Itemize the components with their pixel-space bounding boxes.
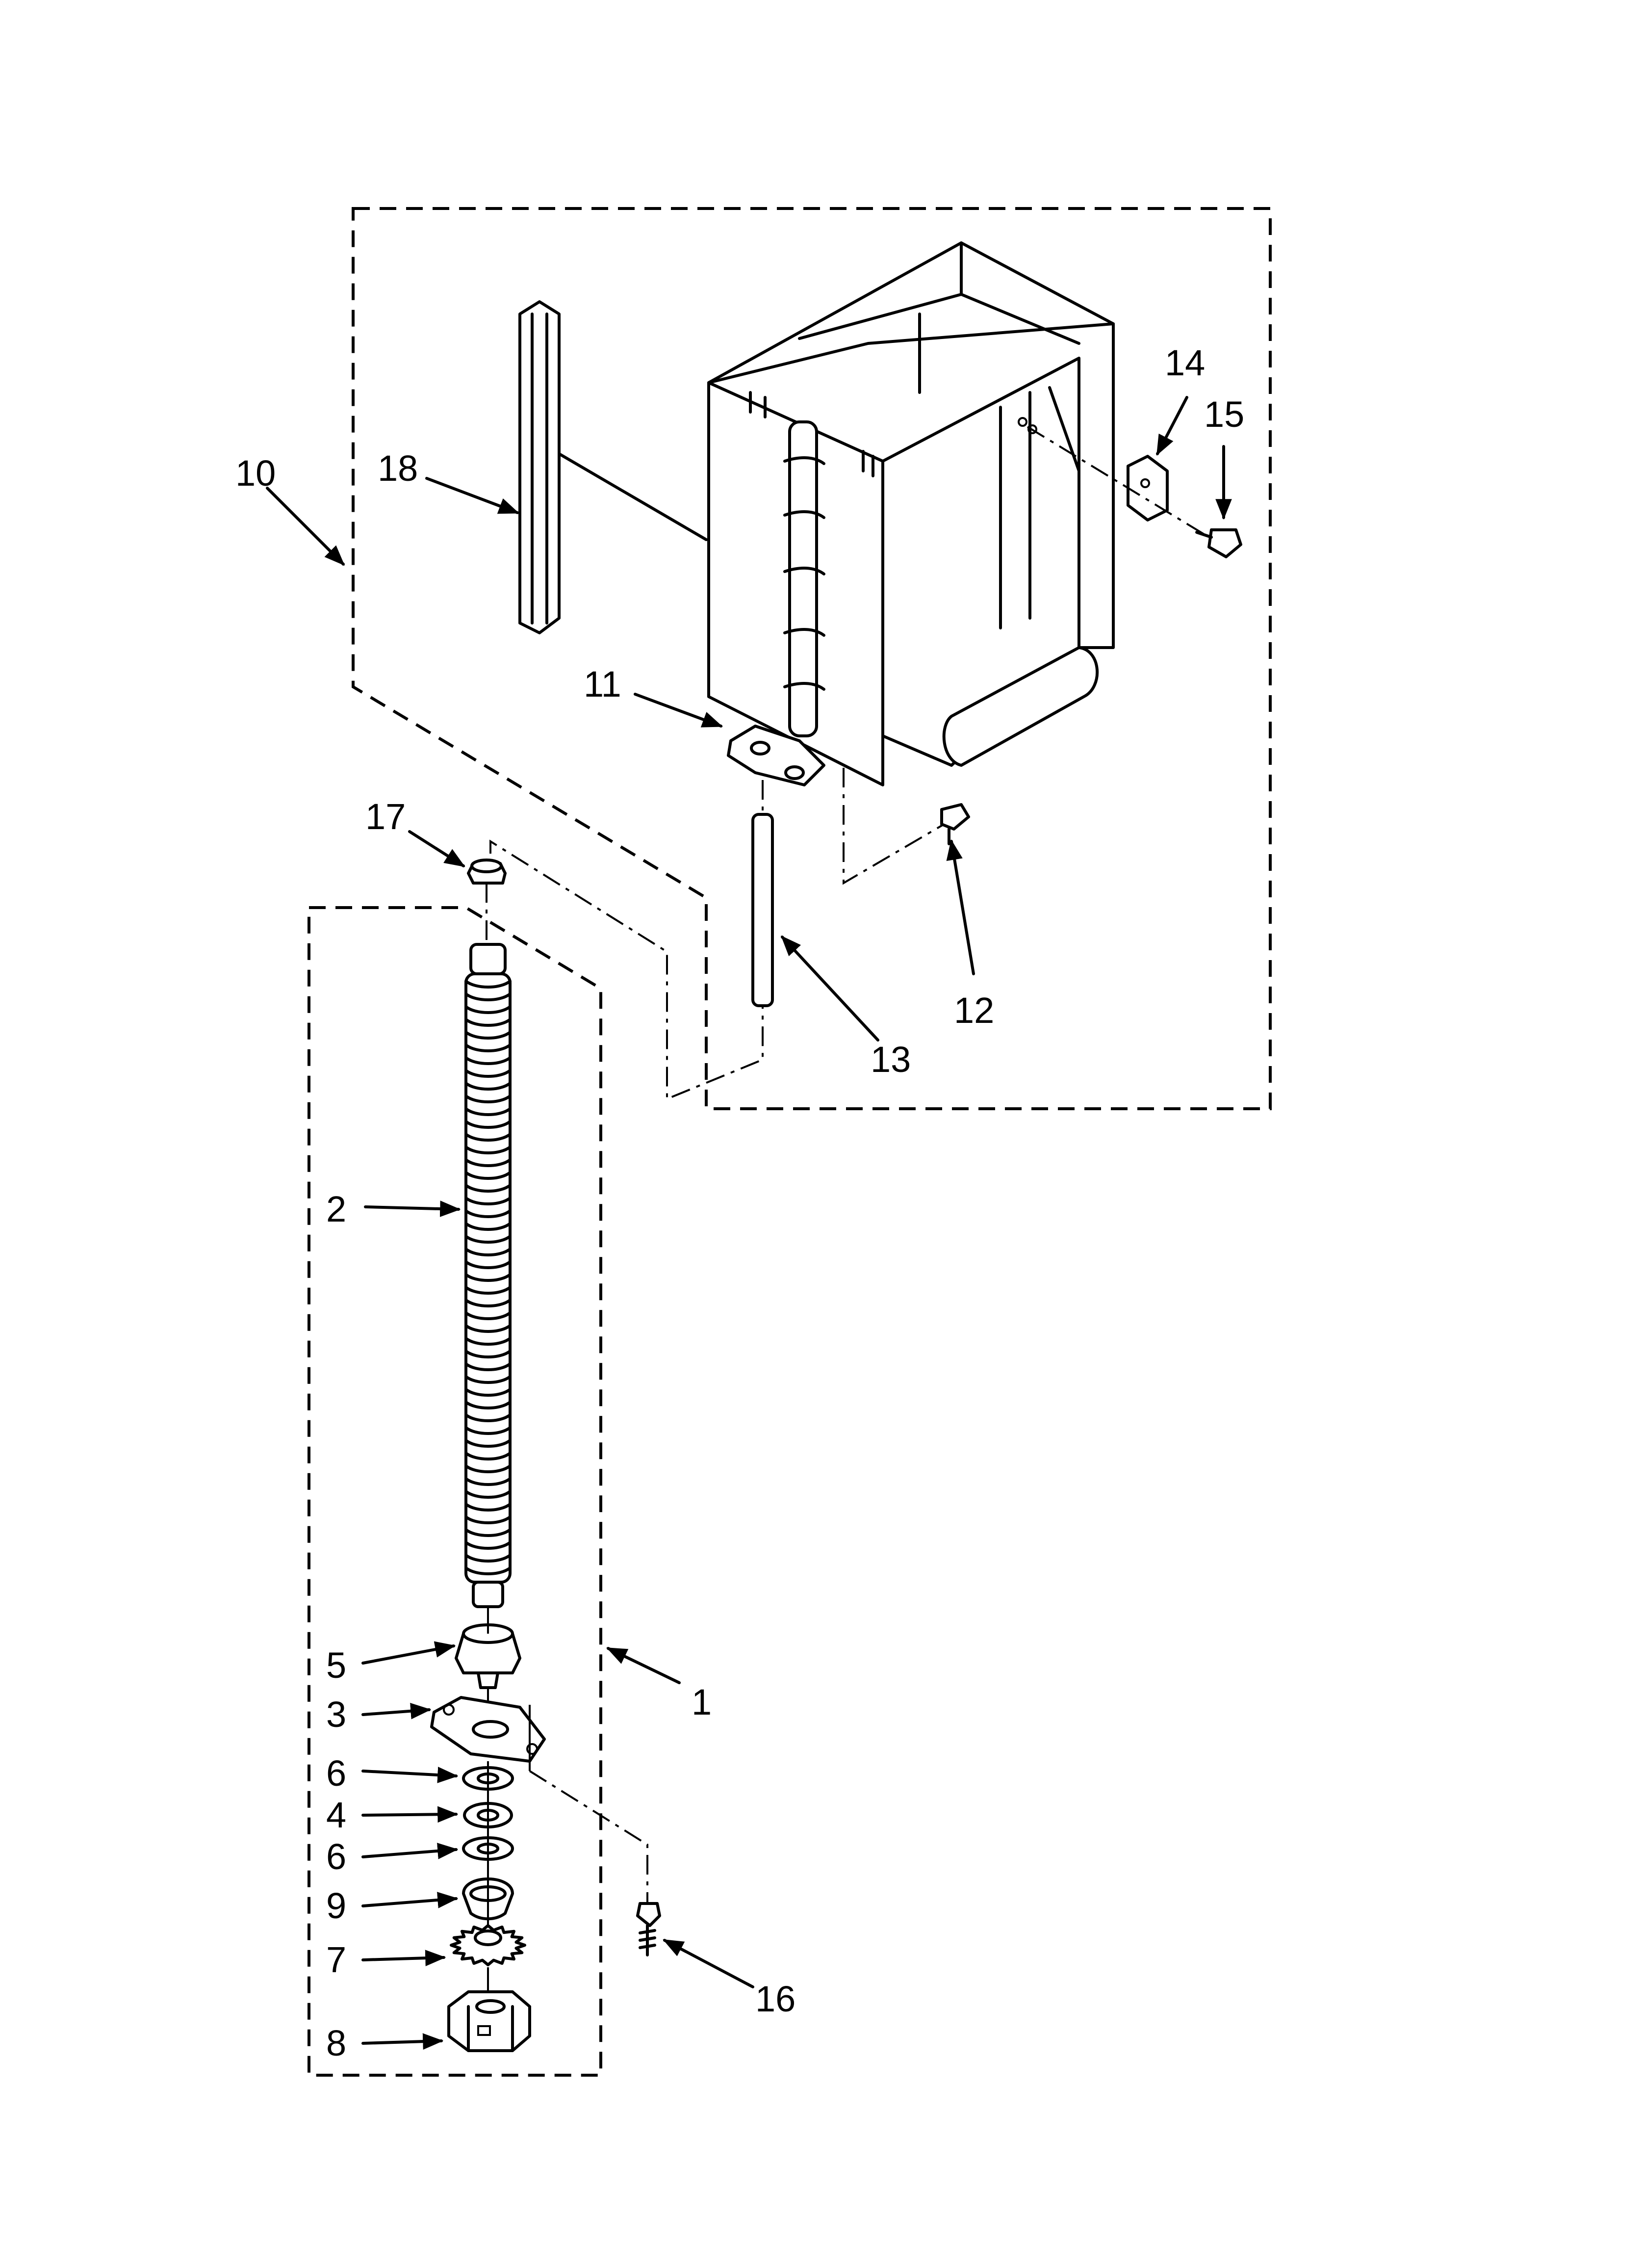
callout-6-upper: 6 xyxy=(326,1753,346,1794)
part-3-plate xyxy=(430,1696,546,1763)
callout-2: 2 xyxy=(326,1189,346,1229)
callout-17: 17 xyxy=(365,796,406,837)
part-7-sprocket xyxy=(450,1924,526,1966)
part-10-screw xyxy=(636,1902,661,1956)
part-2-auger xyxy=(464,943,512,1608)
part-13-screw xyxy=(940,803,970,845)
part-14-pin xyxy=(751,813,774,1007)
callout-16: 15 xyxy=(1204,394,1244,435)
callout-5: 5 xyxy=(326,1645,346,1686)
callout-8: 8 xyxy=(326,2023,346,2063)
part-18-gasket-strip xyxy=(518,300,561,634)
callout-9: 9 xyxy=(326,1885,346,1926)
part-12-hinge-block xyxy=(727,725,825,786)
callout-14: 13 xyxy=(871,1039,911,1080)
callout-11: 10 xyxy=(235,453,276,494)
part-17-cap xyxy=(467,859,507,885)
leader-arrows xyxy=(266,396,1232,2050)
part-15-bracket xyxy=(1127,455,1169,521)
part-16-screw xyxy=(1195,528,1242,558)
callout-12: 11 xyxy=(584,664,621,704)
callout-4: 4 xyxy=(326,1795,346,1835)
group-1-boundary xyxy=(308,906,602,2077)
ice-bin-housing xyxy=(707,241,1115,786)
callout-18: 18 xyxy=(378,448,418,489)
callout-3: 3 xyxy=(326,1694,346,1735)
callout-1: 1 xyxy=(692,1682,712,1722)
callout-10: 16 xyxy=(755,1979,795,2019)
part-5-bushing xyxy=(455,1623,521,1689)
callout-6-lower: 6 xyxy=(326,1836,346,1877)
part-8-nut xyxy=(447,1990,531,2052)
callout-7: 7 xyxy=(326,1939,346,1980)
callout-15: 14 xyxy=(1165,342,1205,383)
group-11-boundary xyxy=(352,207,1272,1110)
callout-13: 12 xyxy=(954,990,994,1031)
